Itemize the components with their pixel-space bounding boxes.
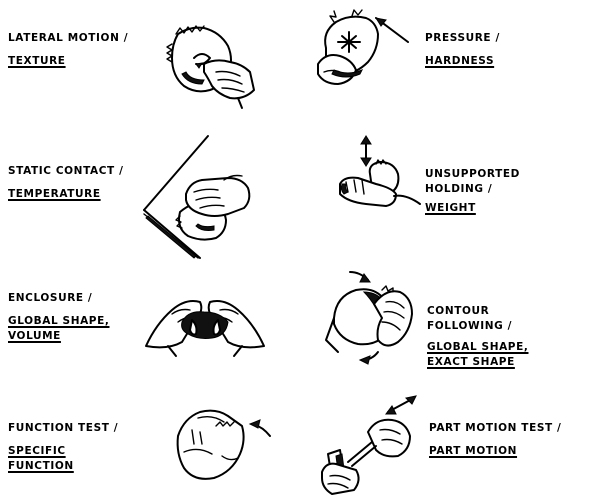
procedure-name: LATERAL MOTION / xyxy=(8,31,128,46)
procedure-name: PART MOTION TEST / xyxy=(429,421,561,436)
procedure-name: STATIC CONTACT / xyxy=(8,164,124,179)
property-global-shape: GLOBAL SHAPE, xyxy=(427,340,528,355)
hand-moving-part-icon xyxy=(318,392,428,496)
property-volume: VOLUME xyxy=(8,329,109,344)
hand-tracing-contour-icon xyxy=(320,268,420,378)
hands-enclosing-object-icon xyxy=(138,280,272,360)
procedure-part-motion-test: PART MOTION TEST / PART MOTION xyxy=(429,421,561,459)
hand-testing-function-icon xyxy=(172,396,276,488)
hand-rubbing-object-icon xyxy=(158,14,258,109)
hand-resting-on-object-icon xyxy=(140,134,260,260)
procedure-function-test: FUNCTION TEST / SPECIFIC FUNCTION xyxy=(8,421,118,474)
property-weight: WEIGHT xyxy=(425,201,520,216)
procedure-name-line-1: CONTOUR xyxy=(427,304,528,319)
property-specific: SPECIFIC xyxy=(8,444,118,459)
procedure-contour-following: CONTOUR FOLLOWING / GLOBAL SHAPE, EXACT … xyxy=(427,304,528,370)
property-exact-shape: EXACT SHAPE xyxy=(427,355,528,370)
hand-lifting-object-icon xyxy=(336,134,422,214)
procedure-lateral-motion: LATERAL MOTION / TEXTURE xyxy=(8,31,128,69)
property-global-shape: GLOBAL SHAPE, xyxy=(8,314,109,329)
procedure-name: FUNCTION TEST / xyxy=(8,421,118,436)
procedure-name-line-2: FOLLOWING / xyxy=(427,319,528,334)
property-temperature: TEMPERATURE xyxy=(8,187,124,202)
procedure-name-line-2: HOLDING / xyxy=(425,182,520,197)
procedure-enclosure: ENCLOSURE / GLOBAL SHAPE, VOLUME xyxy=(8,291,109,344)
procedure-static-contact: STATIC CONTACT / TEMPERATURE xyxy=(8,164,124,202)
procedure-name: PRESSURE / xyxy=(425,31,500,46)
procedure-unsupported-holding: UNSUPPORTED HOLDING / WEIGHT xyxy=(425,167,520,216)
property-hardness: HARDNESS xyxy=(425,54,500,69)
property-function: FUNCTION xyxy=(8,459,118,474)
property-texture: TEXTURE xyxy=(8,54,128,69)
procedure-name-line-1: UNSUPPORTED xyxy=(425,167,520,182)
property-part-motion: PART MOTION xyxy=(429,444,561,459)
finger-pressing-object-icon xyxy=(312,12,416,92)
procedure-name: ENCLOSURE / xyxy=(8,291,109,306)
procedure-pressure: PRESSURE / HARDNESS xyxy=(425,31,500,69)
